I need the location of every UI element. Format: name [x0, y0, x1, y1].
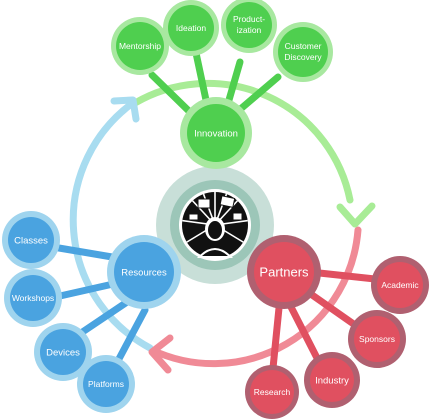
resource-item-platforms[interactable]: Platforms — [77, 355, 135, 413]
partners-label: Partners — [259, 265, 309, 280]
innovation-item-label: Mentorship — [119, 41, 161, 51]
innovation-item-customer-discovery[interactable]: Customer Discovery — [273, 22, 333, 82]
resource-item-devices[interactable]: Devices — [34, 323, 92, 381]
innovation-item-label-line1: Product- — [233, 14, 265, 24]
innovation-hub[interactable]: Innovation — [180, 97, 252, 169]
resources-hub[interactable]: Resources — [107, 235, 181, 309]
resource-item-label: Platforms — [88, 379, 124, 389]
partner-item-label: Academic — [381, 280, 419, 290]
innovation-item-mentorship[interactable]: Mentorship — [111, 17, 169, 75]
resource-item-classes[interactable]: Classes — [2, 211, 60, 269]
resource-item-label: Workshops — [12, 293, 54, 303]
arrowhead-blue — [110, 96, 140, 123]
partner-item-label: Research — [254, 387, 291, 397]
innovation-item-label-line2: Discovery — [284, 52, 322, 62]
resource-item-label: Devices — [46, 348, 80, 359]
center-hub — [156, 166, 274, 284]
partners-connectors — [269, 268, 379, 372]
resource-item-label: Classes — [14, 236, 48, 247]
resources-label: Resources — [121, 268, 167, 279]
person-with-devices-icon — [182, 192, 248, 258]
innovation-item-label-line2: ization — [237, 25, 262, 35]
partner-item-sponsors[interactable]: Sponsors — [348, 310, 406, 368]
innovation-label: Innovation — [194, 129, 238, 140]
innovation-item-ideation[interactable]: Ideation — [163, 0, 219, 56]
arrowhead-green — [336, 202, 376, 228]
partners-hub[interactable]: Partners — [247, 235, 321, 309]
innovation-connectors — [148, 49, 282, 121]
innovation-item-productization[interactable]: Product- ization — [221, 0, 277, 53]
cycle-arc-blue — [69, 101, 154, 352]
innovation-item-label: Ideation — [176, 23, 207, 33]
resource-item-workshops[interactable]: Workshops — [4, 269, 62, 327]
partner-item-label: Sponsors — [359, 334, 395, 344]
cycle-arc-red — [148, 226, 362, 368]
arrowhead-red — [148, 334, 174, 374]
partner-item-label: Industry — [315, 376, 349, 387]
cycle-arc-green — [131, 79, 354, 204]
partner-item-industry[interactable]: Industry — [304, 352, 360, 408]
innovation-item-label-line1: Customer — [285, 41, 322, 51]
partner-item-research[interactable]: Research — [245, 365, 299, 419]
partner-item-academic[interactable]: Academic — [371, 256, 429, 314]
